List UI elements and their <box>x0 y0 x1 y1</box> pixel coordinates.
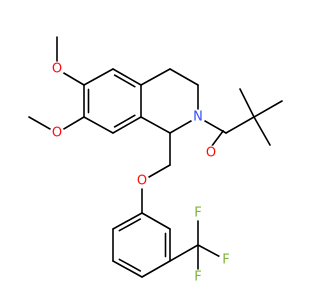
carbonyl-oxygen-backdrop <box>203 145 219 161</box>
fluorine-bottom-backdrop <box>190 269 206 285</box>
bond-cq-me5 <box>253 116 271 146</box>
bond-lines <box>28 36 283 278</box>
bond-a4-a5 <box>112 116 142 134</box>
bond-a6-b3 <box>140 68 171 86</box>
bond-a3-a4 <box>83 116 114 134</box>
atom-labels: O O N O O F F F <box>49 61 234 285</box>
methoxy-oxygen-top-backdrop <box>49 61 65 77</box>
ring-nitrogen-backdrop <box>190 109 206 125</box>
double-bond-a1-a6 <box>113 74 136 88</box>
carbonyl-oxygen-label: O <box>206 146 216 161</box>
bond-cq-me4 <box>253 100 283 118</box>
bond-b3-b4 <box>169 68 199 86</box>
double-bond-a4-a5 <box>113 114 136 128</box>
bond-r5-ccf <box>169 244 199 262</box>
fluorine-top-label: F <box>194 206 201 221</box>
bond-cc-cq <box>225 116 255 134</box>
bond-a6-a1 <box>112 68 142 86</box>
methoxy-oxygen-bottom-label: O <box>52 126 62 141</box>
methoxy-oxygen-bottom-backdrop <box>49 125 65 141</box>
fluorine-right-backdrop <box>218 252 234 268</box>
methoxy-oxygen-top-label: O <box>52 62 62 77</box>
molecule-structure: O O N O O F F F <box>28 36 283 285</box>
fluorine-bottom-label: F <box>194 270 201 285</box>
double-bond-r3-r4 <box>118 258 142 272</box>
double-bond-r1-r2 <box>118 218 142 232</box>
bond-r1-r2 <box>112 212 143 230</box>
fluorine-top-backdrop <box>190 205 206 221</box>
bond-r6-r1 <box>141 212 171 230</box>
bond-r3-r4 <box>112 260 143 278</box>
ether-oxygen-backdrop <box>134 173 150 189</box>
bond-c1-a5 <box>140 116 171 134</box>
ring-nitrogen-label: N <box>193 110 203 125</box>
bond-a1-a2 <box>83 68 114 86</box>
bond-r4-r5 <box>141 260 171 278</box>
ether-oxygen-label: O <box>137 174 147 189</box>
bond-cq-me3 <box>239 88 255 118</box>
fluorine-right-label: F <box>222 253 229 268</box>
